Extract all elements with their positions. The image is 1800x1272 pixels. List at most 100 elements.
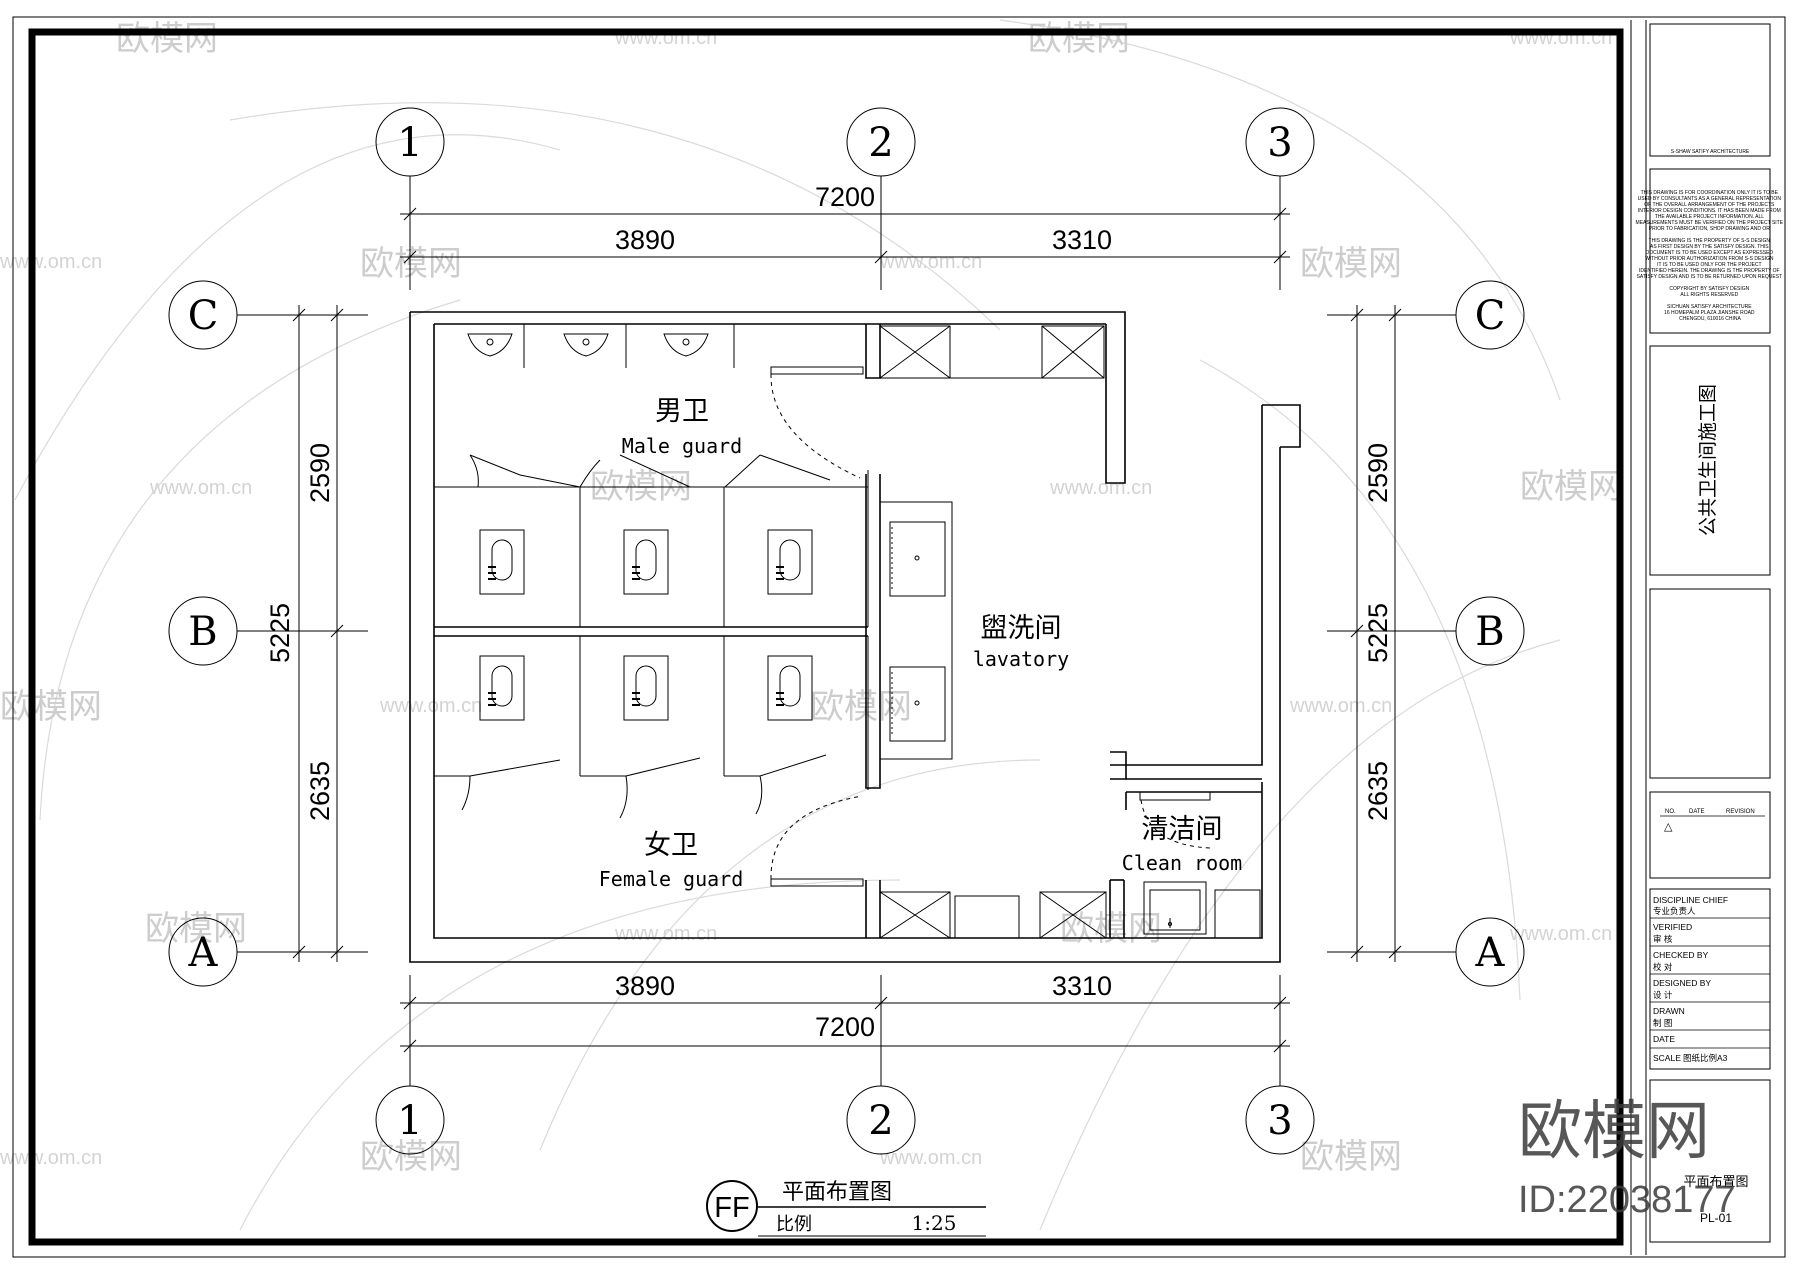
revision-no-header: NO. (1665, 809, 1676, 815)
male-stall-hatch (488, 566, 784, 580)
dim-bottom-total: 7200 (815, 1012, 875, 1042)
grid-label-a-right: A (1475, 930, 1506, 976)
male-urinals (467, 324, 735, 368)
revision-rev-header: REVISION (1726, 809, 1755, 815)
svg-text:欧模网: 欧模网 (1028, 19, 1130, 59)
watermark-url-5: www.om.cn (149, 477, 252, 499)
room-label-male-cn: 男卫 (655, 396, 709, 427)
watermark-logo-8: 欧模网 (810, 687, 912, 727)
brand-logo-text: 欧模网 (1518, 1095, 1710, 1169)
revision-mark: △ (1664, 820, 1673, 833)
grid-label-2-bottom: 2 (868, 1098, 893, 1144)
watermark-logo-10: 欧模网 (1060, 909, 1162, 949)
sheet-panel (1649, 1079, 1771, 1243)
revision-date-header: DATE (1689, 809, 1705, 815)
dim-right-upper: 2590 (1363, 443, 1393, 503)
watermark-logo-6: 欧模网 (1520, 467, 1622, 507)
notes-text: THIS DRAWING IS FOR COORDINATION ONLY IT… (1636, 190, 1785, 322)
male-door (770, 366, 864, 479)
dim-bottom-left: 3890 (615, 971, 675, 1001)
svg-text:欧模网: 欧模网 (0, 687, 102, 727)
dim-right-total: 5225 (1363, 603, 1393, 663)
room-label-clean-cn: 清洁间 (1142, 814, 1223, 845)
grid-label-3-bottom: 3 (1267, 1098, 1292, 1144)
watermark-url-6: www.om.cn (1049, 477, 1152, 499)
female-stalls (434, 636, 869, 819)
watermark-layer: 欧模网 欧模网 欧模网 欧模网 欧模网 欧模网 欧模网 欧模网 欧模网 欧模网 … (0, 19, 1622, 1231)
row-discipline-chief-cn: 专业负责人 (1653, 906, 1696, 916)
scale-label: SCALE (1653, 1053, 1681, 1063)
room-label-female-en: Female guard (599, 867, 744, 891)
title-block: S-SHAW SATIFY ARCHITECTURE THIS DRAWING … (1630, 20, 1785, 1255)
notes-panel (1649, 168, 1771, 334)
sheet-number: PL-01 (1700, 1211, 1732, 1225)
firm-name: S-SHAW SATIFY ARCHITECTURE (1671, 149, 1750, 155)
dim-top-right: 3310 (1052, 225, 1112, 255)
svg-text:欧模网: 欧模网 (360, 244, 462, 284)
female-door (770, 795, 864, 887)
scale-value: 图纸比例A3 (1683, 1053, 1728, 1063)
project-title-panel (1649, 345, 1771, 576)
watermark-url-10: www.om.cn (1509, 923, 1612, 945)
row-checked-en: CHECKED BY (1653, 950, 1709, 960)
project-title: 公共卫生间施工图 (1697, 384, 1719, 536)
caption-scale-value: 1:25 (912, 1211, 957, 1235)
caption-title: 平面布置图 (782, 1180, 892, 1205)
watermark-url-12: www.om.cn (879, 1147, 982, 1169)
grid-label-1-bottom: 1 (397, 1098, 422, 1144)
grid-label-c-left: C (188, 293, 219, 339)
female-stall-hatch (488, 692, 784, 706)
revision-panel (1649, 791, 1771, 879)
signatures-panel (1649, 888, 1771, 1070)
sheet-title: 平面布置图 (1683, 1175, 1748, 1190)
male-stalls (434, 454, 869, 627)
svg-text:欧模网: 欧模网 (1060, 909, 1162, 949)
watermark-logo-11: 欧模网 (360, 1137, 462, 1177)
lavatory-fixtures (879, 325, 1107, 939)
svg-text:欧模网: 欧模网 (1300, 1137, 1402, 1177)
drawing-frame (28, 28, 1624, 1246)
watermark-url-11: www.om.cn (0, 1147, 102, 1169)
firm-panel (1649, 23, 1771, 157)
watermark-logo-4: 欧模网 (1300, 244, 1402, 284)
row-designed-cn: 设 计 (1653, 990, 1673, 1000)
grid-label-b-right: B (1475, 609, 1504, 655)
row-date-en: DATE (1653, 1034, 1675, 1044)
grid-label-2-top: 2 (868, 120, 893, 166)
watermark-url-3: www.om.cn (0, 251, 102, 273)
watermark-url-9: www.om.cn (614, 923, 717, 945)
dim-top-left: 3890 (615, 225, 675, 255)
room-label-female-cn: 女卫 (644, 830, 698, 861)
dim-left-upper: 2590 (305, 443, 335, 503)
grid-label-a-left: A (188, 930, 219, 976)
watermark-url-4: www.om.cn (879, 251, 982, 273)
row-designed-en: DESIGNED BY (1653, 978, 1711, 988)
svg-text:欧模网: 欧模网 (1300, 244, 1402, 284)
dim-left-total: 5225 (265, 603, 295, 663)
dim-right-lower: 2635 (1363, 761, 1393, 821)
dim-bottom-right: 3310 (1052, 971, 1112, 1001)
row-discipline-chief-en: DISCIPLINE CHIEF (1653, 895, 1728, 905)
dimension-lines (237, 176, 1456, 1086)
watermark-logo-1: 欧模网 (116, 19, 218, 59)
brand-watermark: 欧模网 ID:22038177 (1518, 1095, 1736, 1221)
room-label-lavatory-cn: 盥洗间 (981, 613, 1062, 644)
row-verified-en: VERIFIED (1653, 922, 1692, 932)
grid-label-3-top: 3 (1267, 120, 1292, 166)
room-label-male-en: Male guard (622, 434, 742, 458)
watermark-logo-7: 欧模网 (0, 687, 102, 727)
row-drawn-en: DRAWN (1653, 1006, 1685, 1016)
drawing-caption: FF 平面布置图 比例 1:25 (706, 1180, 986, 1237)
blank-panel (1649, 588, 1771, 779)
watermark-logo-3: 欧模网 (360, 244, 462, 284)
svg-text:欧模网: 欧模网 (1520, 467, 1622, 507)
row-drawn-cn: 制 图 (1653, 1018, 1672, 1028)
caption-scale-label: 比例 (776, 1214, 812, 1235)
caption-bubble (706, 1180, 758, 1232)
clean-room-fixtures (1139, 791, 1261, 939)
watermark-logo-2: 欧模网 (1028, 19, 1130, 59)
svg-text:欧模网: 欧模网 (116, 19, 218, 59)
svg-text:欧模网: 欧模网 (145, 909, 247, 949)
sheet-outer-border (12, 16, 1786, 1258)
